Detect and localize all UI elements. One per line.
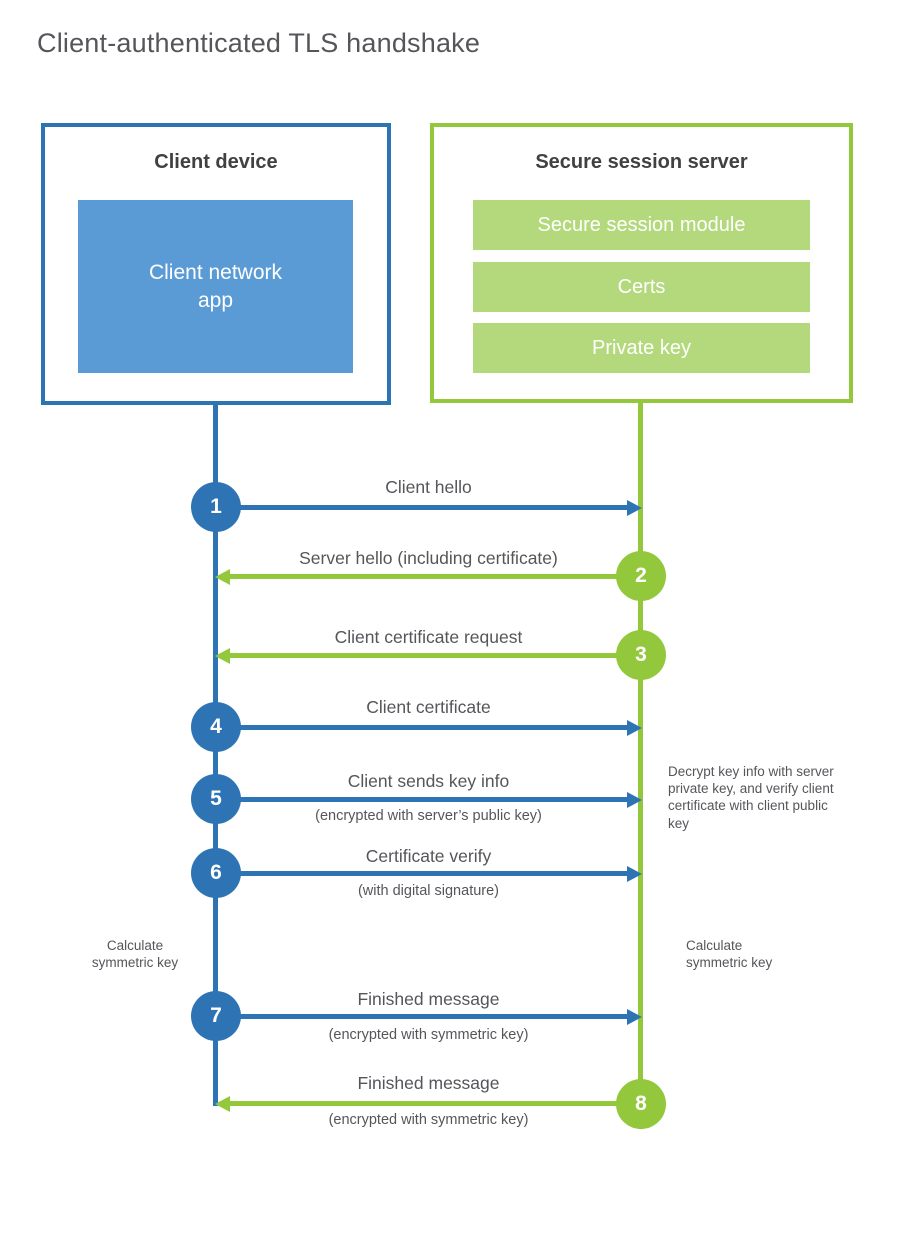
message-label: Server hello (including certificate) — [299, 548, 558, 568]
server-lifeline — [638, 399, 643, 1129]
message-label: Client hello — [385, 477, 472, 497]
server-module-private-key: Private key — [473, 323, 810, 373]
step-circle-7: 7 — [191, 991, 241, 1041]
arrow-left-icon — [215, 568, 641, 585]
server-module-label: Certs — [617, 275, 666, 298]
secure-session-server-title: Secure session server — [535, 151, 748, 173]
step-number: 2 — [635, 564, 647, 587]
step-number: 6 — [210, 861, 222, 884]
server-module-label: Secure session module — [537, 213, 746, 236]
arrow-right-icon — [216, 719, 642, 736]
arrow-left-icon — [215, 1095, 641, 1112]
server-module-label: Private key — [592, 336, 691, 359]
client-network-app-box: Client network app — [78, 200, 353, 373]
message-sublabel: (encrypted with symmetric key) — [328, 1027, 529, 1043]
calculate-symmetric-key-note-client: Calculate symmetric key — [91, 938, 179, 971]
step-circle-2: 2 — [616, 551, 666, 601]
arrow-right-icon — [216, 865, 642, 882]
message-sublabel: (encrypted with server’s public key) — [315, 808, 542, 824]
step-number: 1 — [210, 495, 222, 518]
step-circle-3: 3 — [616, 630, 666, 680]
message-label: Certificate verify — [365, 846, 492, 866]
message-sublabel: (encrypted with symmetric key) — [328, 1112, 529, 1128]
message-label: Client certificate request — [334, 627, 523, 647]
step-number: 7 — [210, 1004, 222, 1027]
client-lifeline — [213, 401, 218, 1106]
server-module-secure-session: Secure session module — [473, 200, 810, 250]
arrow-right-icon — [216, 499, 642, 516]
step-circle-8: 8 — [616, 1079, 666, 1129]
arrow-right-icon — [216, 1008, 642, 1025]
decrypt-key-note: Decrypt key info with server private key… — [668, 764, 834, 831]
client-network-app-label: Client network app — [148, 261, 283, 312]
step-number: 4 — [210, 715, 222, 738]
message-sublabel: (with digital signature) — [357, 883, 500, 899]
step-circle-4: 4 — [191, 702, 241, 752]
step-circle-5: 5 — [191, 774, 241, 824]
step-circle-1: 1 — [191, 482, 241, 532]
arrow-right-icon — [216, 791, 642, 808]
message-label: Finished message — [357, 1073, 500, 1093]
server-module-certs: Certs — [473, 262, 810, 312]
calculate-symmetric-key-note-server: Calculate symmetric key — [686, 938, 773, 971]
step-number: 5 — [210, 787, 222, 810]
message-label: Client sends key info — [347, 771, 510, 791]
step-number: 3 — [635, 643, 647, 666]
step-number: 8 — [635, 1092, 647, 1115]
page-title: Client-authenticated TLS handshake — [37, 28, 481, 58]
step-circle-6: 6 — [191, 848, 241, 898]
arrow-left-icon — [215, 647, 641, 664]
client-device-title: Client device — [154, 151, 278, 173]
message-label: Finished message — [357, 989, 500, 1009]
message-label: Client certificate — [366, 697, 491, 717]
